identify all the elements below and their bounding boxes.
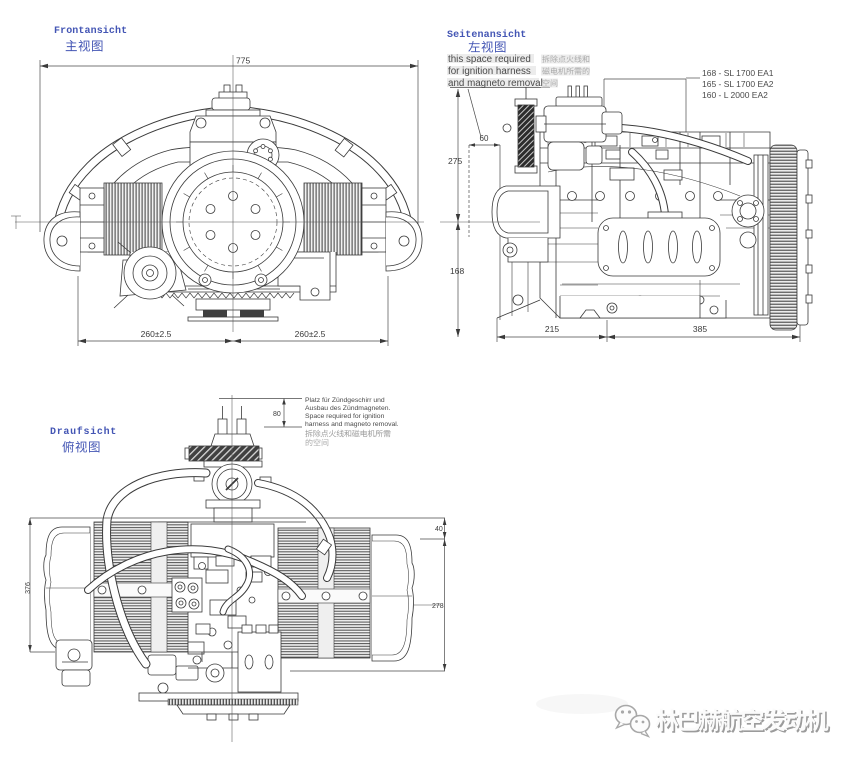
svg-text:Space required for ignition: Space required for ignition	[305, 413, 385, 420]
svg-text:Seitenansicht: Seitenansicht	[447, 29, 526, 41]
svg-text:for ignition harness: for ignition harness	[448, 66, 531, 77]
svg-text:260±2.5: 260±2.5	[295, 329, 326, 339]
svg-text:376: 376	[25, 582, 32, 594]
svg-text:165 - SL 1700 EA2: 165 - SL 1700 EA2	[702, 79, 774, 89]
svg-text:Draufsicht: Draufsicht	[50, 426, 117, 438]
svg-text:168 - SL 1700 EA1: 168 - SL 1700 EA1	[702, 68, 774, 78]
svg-text:40: 40	[435, 526, 443, 533]
svg-text:275: 275	[448, 156, 462, 166]
svg-text:this space required: this space required	[448, 54, 531, 65]
svg-text:and magneto removal: and magneto removal	[448, 78, 543, 89]
svg-text:Platz für Zündgeschirr und: Platz für Zündgeschirr und	[305, 397, 385, 404]
svg-text:278: 278	[432, 603, 444, 610]
svg-text:80: 80	[273, 411, 281, 418]
svg-text:160 - L 2000 EA2: 160 - L 2000 EA2	[702, 90, 768, 100]
svg-text:260±2.5: 260±2.5	[141, 329, 172, 339]
svg-text:775: 775	[236, 56, 250, 66]
svg-text:Frontansicht: Frontansicht	[54, 25, 127, 37]
svg-text:385: 385	[693, 324, 707, 334]
svg-text:215: 215	[545, 324, 559, 334]
svg-text:Ausbau des Zündmagneten.: Ausbau des Zündmagneten.	[305, 405, 391, 412]
svg-text:harness and magneto removal.: harness and magneto removal.	[305, 421, 399, 428]
svg-text:168: 168	[450, 266, 464, 276]
svg-text:60: 60	[480, 134, 489, 143]
